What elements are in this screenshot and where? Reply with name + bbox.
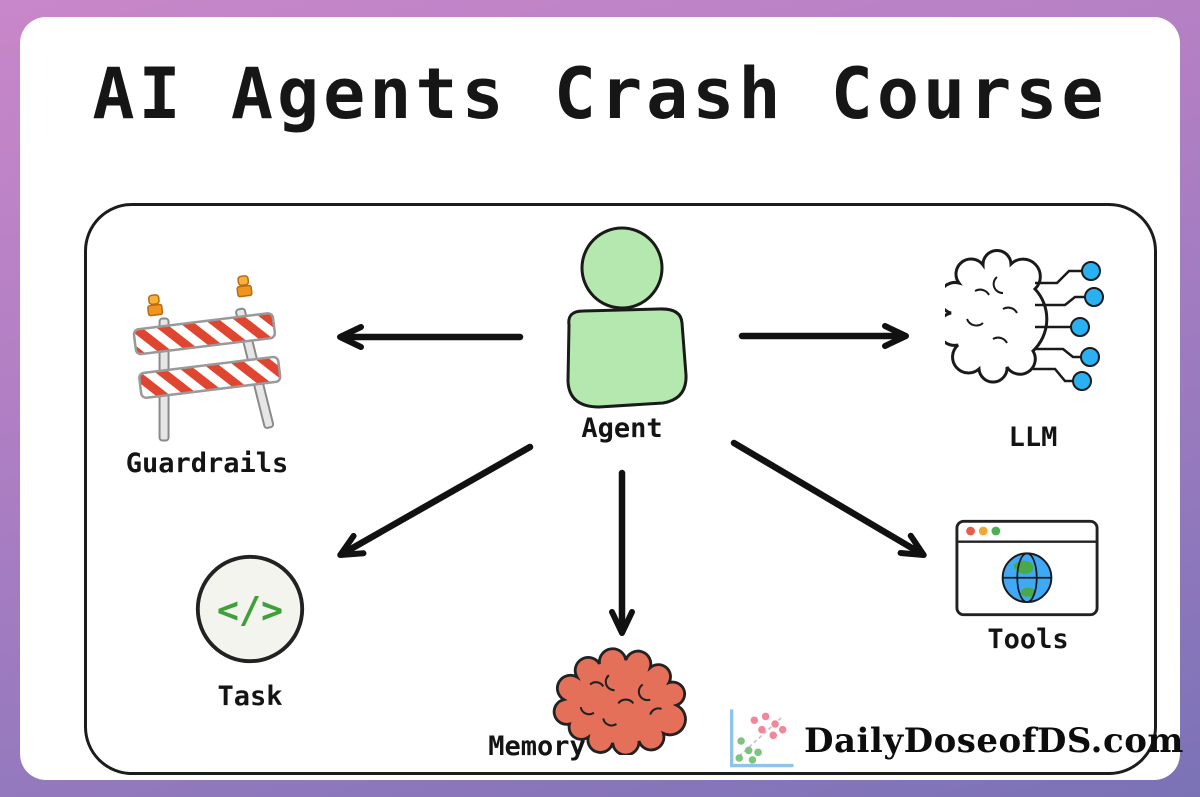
memory-label: Memory	[488, 731, 586, 762]
task-icon: </>	[195, 554, 305, 664]
tools-icon	[955, 519, 1099, 617]
llm-label: LLM	[1008, 422, 1058, 453]
barrier-light-right	[236, 275, 253, 298]
brand-logo-icon	[730, 709, 794, 768]
brand-name: DailyDoseofDS.com	[804, 721, 1184, 761]
page-title: AI Agents Crash Course	[92, 53, 1108, 135]
tools-label: Tools	[987, 624, 1069, 655]
diagram-frame	[84, 203, 1157, 775]
circuit-nodes	[1070, 261, 1104, 391]
card: AI Agents Crash Course Agent	[20, 17, 1183, 780]
task-label: Task	[217, 681, 283, 712]
agent-label: Agent	[581, 413, 663, 444]
agent-icon	[566, 226, 688, 409]
memory-icon	[552, 647, 687, 755]
globe-icon	[1001, 552, 1053, 604]
llm-icon	[945, 249, 1104, 391]
guardrails-icon	[132, 275, 282, 442]
code-glyph: </>	[217, 589, 283, 632]
guardrails-label: Guardrails	[125, 448, 289, 479]
barrier-light-left	[147, 294, 164, 317]
